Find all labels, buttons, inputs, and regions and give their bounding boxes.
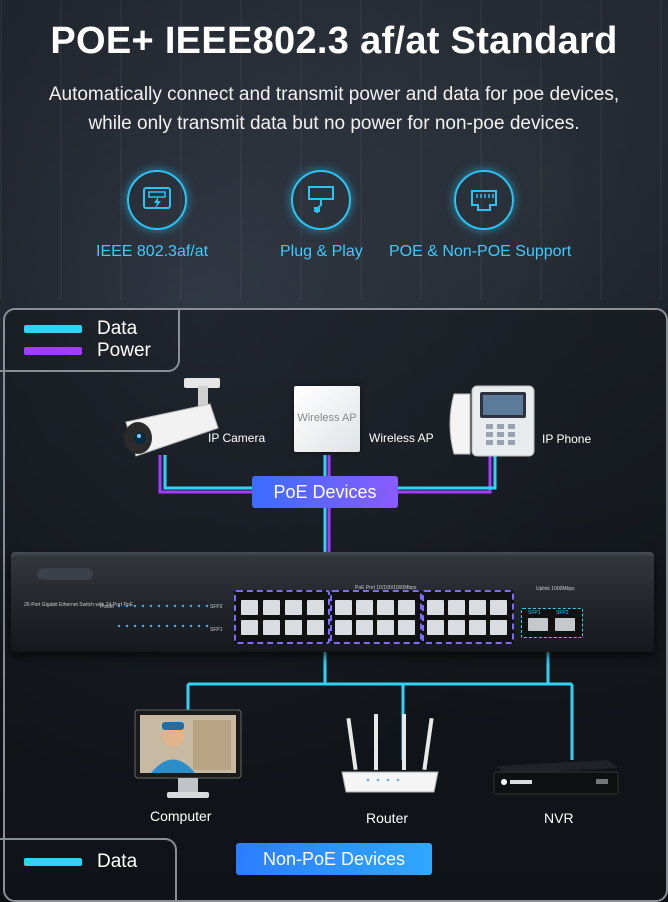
sfp2-port xyxy=(555,618,575,631)
page-subtitle: Automatically connect and transmit power… xyxy=(0,80,668,138)
legend-top xyxy=(0,308,180,372)
legend-data-line xyxy=(24,325,82,333)
poe-port-group-1 xyxy=(234,590,330,644)
feature-label-plug-play: Plug & Play xyxy=(280,243,363,260)
wireless-ap-device: Wireless AP xyxy=(294,386,360,452)
legend-power-label: Power xyxy=(97,340,151,361)
switch-sfp2-text: SFP2 xyxy=(210,604,223,610)
ethernet-port-icon xyxy=(454,170,514,230)
switch-power-text: Power xyxy=(100,604,115,610)
legend-bottom xyxy=(0,838,177,900)
ethernet-power-icon xyxy=(127,170,187,230)
sfp-uplink-group: SFP1 SFP2 xyxy=(521,608,583,638)
legend-data-label: Data xyxy=(97,318,138,339)
computer-label: Computer xyxy=(150,808,212,824)
ip-phone-icon xyxy=(449,385,535,457)
background-texture xyxy=(0,0,668,300)
non-poe-devices-tag: Non-PoE Devices xyxy=(236,843,432,875)
subtitle-line-1: Automatically connect and transmit power… xyxy=(48,84,620,105)
feature-label-poe-support: POE & Non-POE Support xyxy=(389,243,572,260)
switch-leds xyxy=(117,604,209,628)
sfp1-label: SFP1 xyxy=(528,610,541,616)
feature-label-ieee: IEEE 802.3af/at xyxy=(96,243,209,260)
ip-phone-label: IP Phone xyxy=(542,432,592,446)
nvr-label: NVR xyxy=(544,810,574,826)
plug-icon xyxy=(291,170,351,230)
subtitle-line-2: while only transmit data but no power fo… xyxy=(88,113,580,134)
sfp2-label: SFP2 xyxy=(556,610,569,616)
wireless-ap-device-text: Wireless AP xyxy=(297,412,357,424)
poe-devices-tag: PoE Devices xyxy=(252,476,398,508)
poe-port-group-2 xyxy=(330,590,422,644)
switch-uplink-text: Uplink 1000Mbps xyxy=(536,586,575,592)
legend-bottom-data-label: Data xyxy=(97,851,138,872)
computer-icon xyxy=(134,709,242,798)
switch-logo xyxy=(37,568,93,580)
legend-power-line xyxy=(24,347,82,355)
router-icon xyxy=(341,714,439,793)
page-title: POE+ IEEE802.3 af/at Standard xyxy=(50,20,618,62)
sfp1-port xyxy=(528,618,548,631)
switch-model-text: 26-Port Gigabit Ethernet Switch with 24-… xyxy=(24,602,133,608)
poe-port-group-3 xyxy=(422,590,514,644)
router-label: Router xyxy=(366,810,409,826)
switch-sfp1-text: SFP1 xyxy=(210,627,223,633)
wireless-ap-label: Wireless AP xyxy=(369,431,434,445)
switch-ports-text: PoE Port 10/100/1000Mbps xyxy=(355,585,417,591)
legend-bottom-data-line xyxy=(24,858,82,866)
ip-camera-label: IP Camera xyxy=(208,431,266,445)
nvr-icon xyxy=(493,760,619,795)
ip-camera-icon xyxy=(124,378,220,457)
